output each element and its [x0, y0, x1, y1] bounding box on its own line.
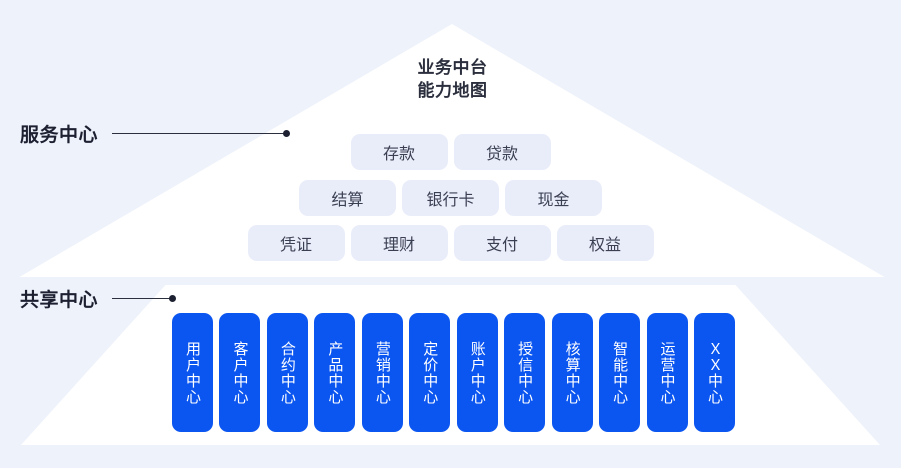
shared-center-card-strip: 用户中心 客户中心 合约中心 产品中心 营销中心 定价中心 账户中心 授信中心 … — [172, 313, 735, 432]
page-title-line-2: 能力地图 — [417, 81, 488, 100]
shared-center-card[interactable]: 核算中心 — [551, 313, 593, 432]
page-title: 业务中台 能力地图 — [355, 56, 550, 102]
shared-center-card[interactable]: 营销中心 — [361, 313, 403, 432]
shared-center-card-label: 产品中心 — [326, 340, 344, 405]
service-center-annotation: 服务中心 — [20, 120, 291, 147]
service-chip-row: 凭证 理财 支付 权益 — [0, 225, 901, 261]
shared-center-card-label: 定价中心 — [421, 340, 439, 405]
pyramid-lower-section — [21, 285, 880, 445]
shared-center-card-label: 用户中心 — [184, 340, 201, 405]
shared-center-card[interactable]: 产品中心 — [314, 313, 356, 432]
service-chip-row: 结算 银行卡 现金 — [0, 180, 901, 216]
shared-center-card[interactable]: 合约中心 — [266, 313, 308, 432]
service-chip[interactable]: 结算 — [299, 180, 396, 216]
shared-center-card-label: 核算中心 — [563, 340, 581, 405]
shared-center-leader-line — [112, 297, 171, 300]
shared-center-card-label: 账户中心 — [468, 340, 486, 405]
service-chip[interactable]: 存款 — [350, 134, 448, 170]
shared-center-card-label: ＸＸ中心 — [705, 340, 723, 405]
shared-center-card-label: 营销中心 — [373, 340, 391, 405]
shared-center-card-label: 授信中心 — [516, 340, 534, 405]
shared-center-label: 共享中心 — [20, 290, 99, 311]
shared-center-card-label: 合约中心 — [278, 340, 296, 405]
service-chip-row: 存款 贷款 — [0, 134, 901, 170]
service-chip[interactable]: 贷款 — [453, 134, 551, 170]
shared-center-card[interactable]: 账户中心 — [456, 313, 498, 432]
service-chip[interactable]: 现金 — [505, 180, 602, 216]
shared-center-card[interactable]: ＸＸ中心 — [693, 313, 735, 432]
service-chip[interactable]: 凭证 — [247, 225, 345, 261]
page-title-line-1: 业务中台 — [417, 58, 488, 77]
service-center-leader-dot — [283, 130, 291, 137]
service-center-label: 服务中心 — [20, 125, 99, 146]
shared-center-card[interactable]: 智能中心 — [599, 313, 641, 432]
shared-center-card[interactable]: 运营中心 — [646, 313, 688, 432]
service-center-leader-line — [112, 132, 285, 135]
shared-center-card[interactable]: 客户中心 — [219, 313, 261, 432]
service-chip[interactable]: 支付 — [453, 225, 551, 261]
shared-center-card-label: 运营中心 — [658, 340, 676, 405]
shared-center-card-label: 客户中心 — [231, 340, 249, 405]
shared-center-card[interactable]: 用户中心 — [172, 313, 213, 432]
service-chip[interactable]: 银行卡 — [402, 180, 499, 216]
shared-center-leader-dot — [169, 295, 177, 302]
shared-center-card-label: 智能中心 — [611, 340, 629, 405]
shared-center-annotation: 共享中心 — [20, 285, 177, 312]
shared-center-card[interactable]: 定价中心 — [409, 313, 451, 432]
service-chip[interactable]: 权益 — [556, 225, 654, 261]
service-chip[interactable]: 理财 — [350, 225, 448, 261]
shared-center-card[interactable]: 授信中心 — [504, 313, 546, 432]
